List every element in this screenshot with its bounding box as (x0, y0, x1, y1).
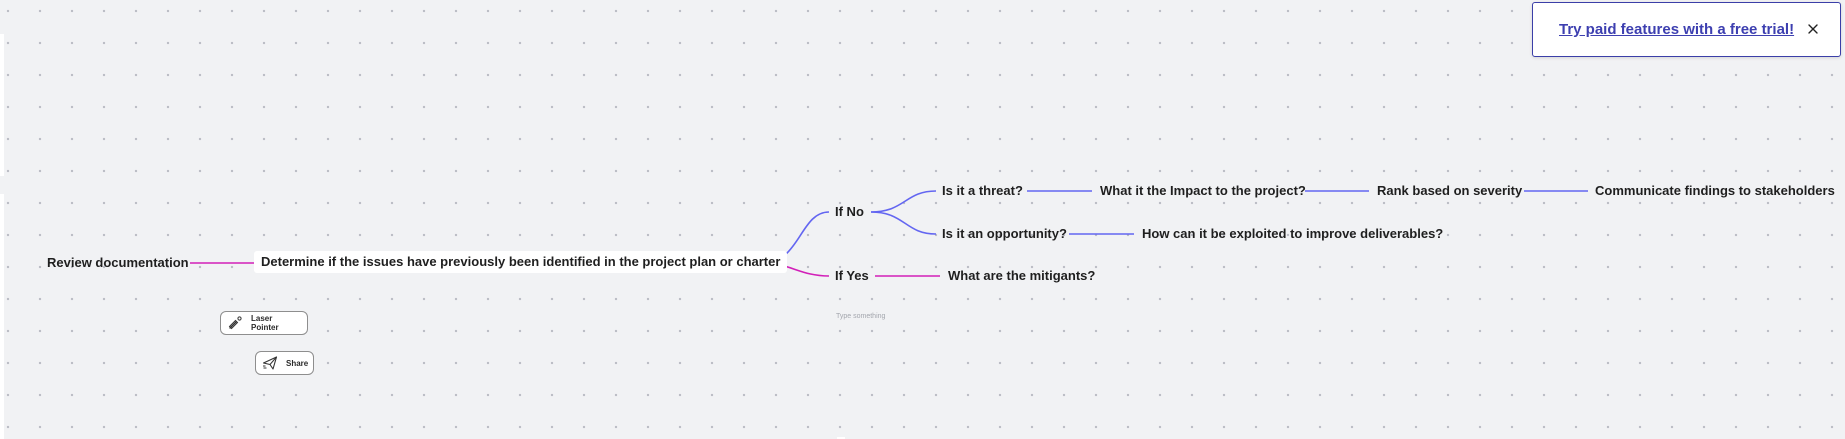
node-mitigants[interactable]: What are the mitigants? (948, 268, 1096, 283)
node-if-no[interactable]: If No (835, 204, 864, 219)
type-something-placeholder[interactable]: Type something (836, 313, 886, 320)
left-edge-notch (0, 176, 6, 194)
paper-plane-icon (262, 355, 278, 371)
laser-pointer-icon (227, 315, 243, 331)
canvas-bottom-marker (837, 437, 845, 439)
connector-if-no-to-opportunity (870, 211, 937, 235)
node-impact[interactable]: What it the Impact to the project? (1100, 183, 1306, 198)
node-is-opportunity[interactable]: Is it an opportunity? (942, 226, 1067, 241)
node-rank[interactable]: Rank based on severity (1377, 183, 1523, 198)
node-review-documentation[interactable]: Review documentation (47, 255, 189, 270)
node-is-threat[interactable]: Is it a threat? (942, 183, 1023, 198)
close-icon[interactable] (1804, 20, 1822, 38)
connector-if-no-to-threat (870, 190, 937, 213)
node-communicate[interactable]: Communicate findings to stakeholders (1595, 183, 1835, 198)
node-exploit[interactable]: How can it be exploited to improve deliv… (1142, 226, 1444, 241)
left-edge-panel (0, 34, 4, 439)
laser-pointer-button[interactable]: Laser Pointer (220, 311, 308, 335)
node-determine-issues[interactable]: Determine if the issues have previously … (254, 251, 788, 273)
laser-pointer-label: Laser Pointer (251, 314, 279, 332)
share-button[interactable]: Share (255, 351, 314, 375)
free-trial-link[interactable]: Try paid features with a free trial! (1559, 21, 1795, 38)
node-if-yes[interactable]: If Yes (835, 268, 869, 283)
free-trial-banner: Try paid features with a free trial! (1532, 2, 1841, 57)
share-label: Share (286, 358, 309, 368)
